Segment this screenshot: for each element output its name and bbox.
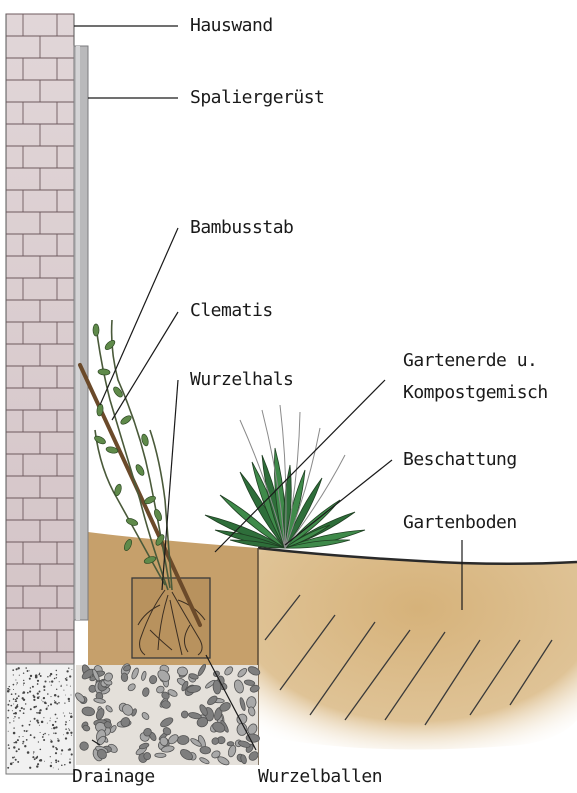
label-beschattung: Beschattung xyxy=(403,448,517,472)
label-gartenerde-line1: Gartenerde u. xyxy=(403,349,537,373)
label-clematis: Clematis xyxy=(190,299,273,323)
label-gartenboden: Gartenboden xyxy=(403,511,517,535)
shading-plant xyxy=(205,405,365,548)
label-bambusstab: Bambusstab xyxy=(190,216,293,240)
garden-soil xyxy=(258,548,577,749)
label-hauswand: Hauswand xyxy=(190,14,273,38)
label-gartenerde-line2: Kompostgemisch xyxy=(403,381,548,405)
label-spaliergeruest: Spaliergerüst xyxy=(190,86,324,110)
label-drainage: Drainage xyxy=(72,765,155,789)
wall-foundation xyxy=(6,664,74,774)
label-wurzelhals: Wurzelhals xyxy=(190,368,293,392)
label-wurzelballen: Wurzelballen xyxy=(258,765,382,789)
trellis-highlight xyxy=(76,46,80,620)
